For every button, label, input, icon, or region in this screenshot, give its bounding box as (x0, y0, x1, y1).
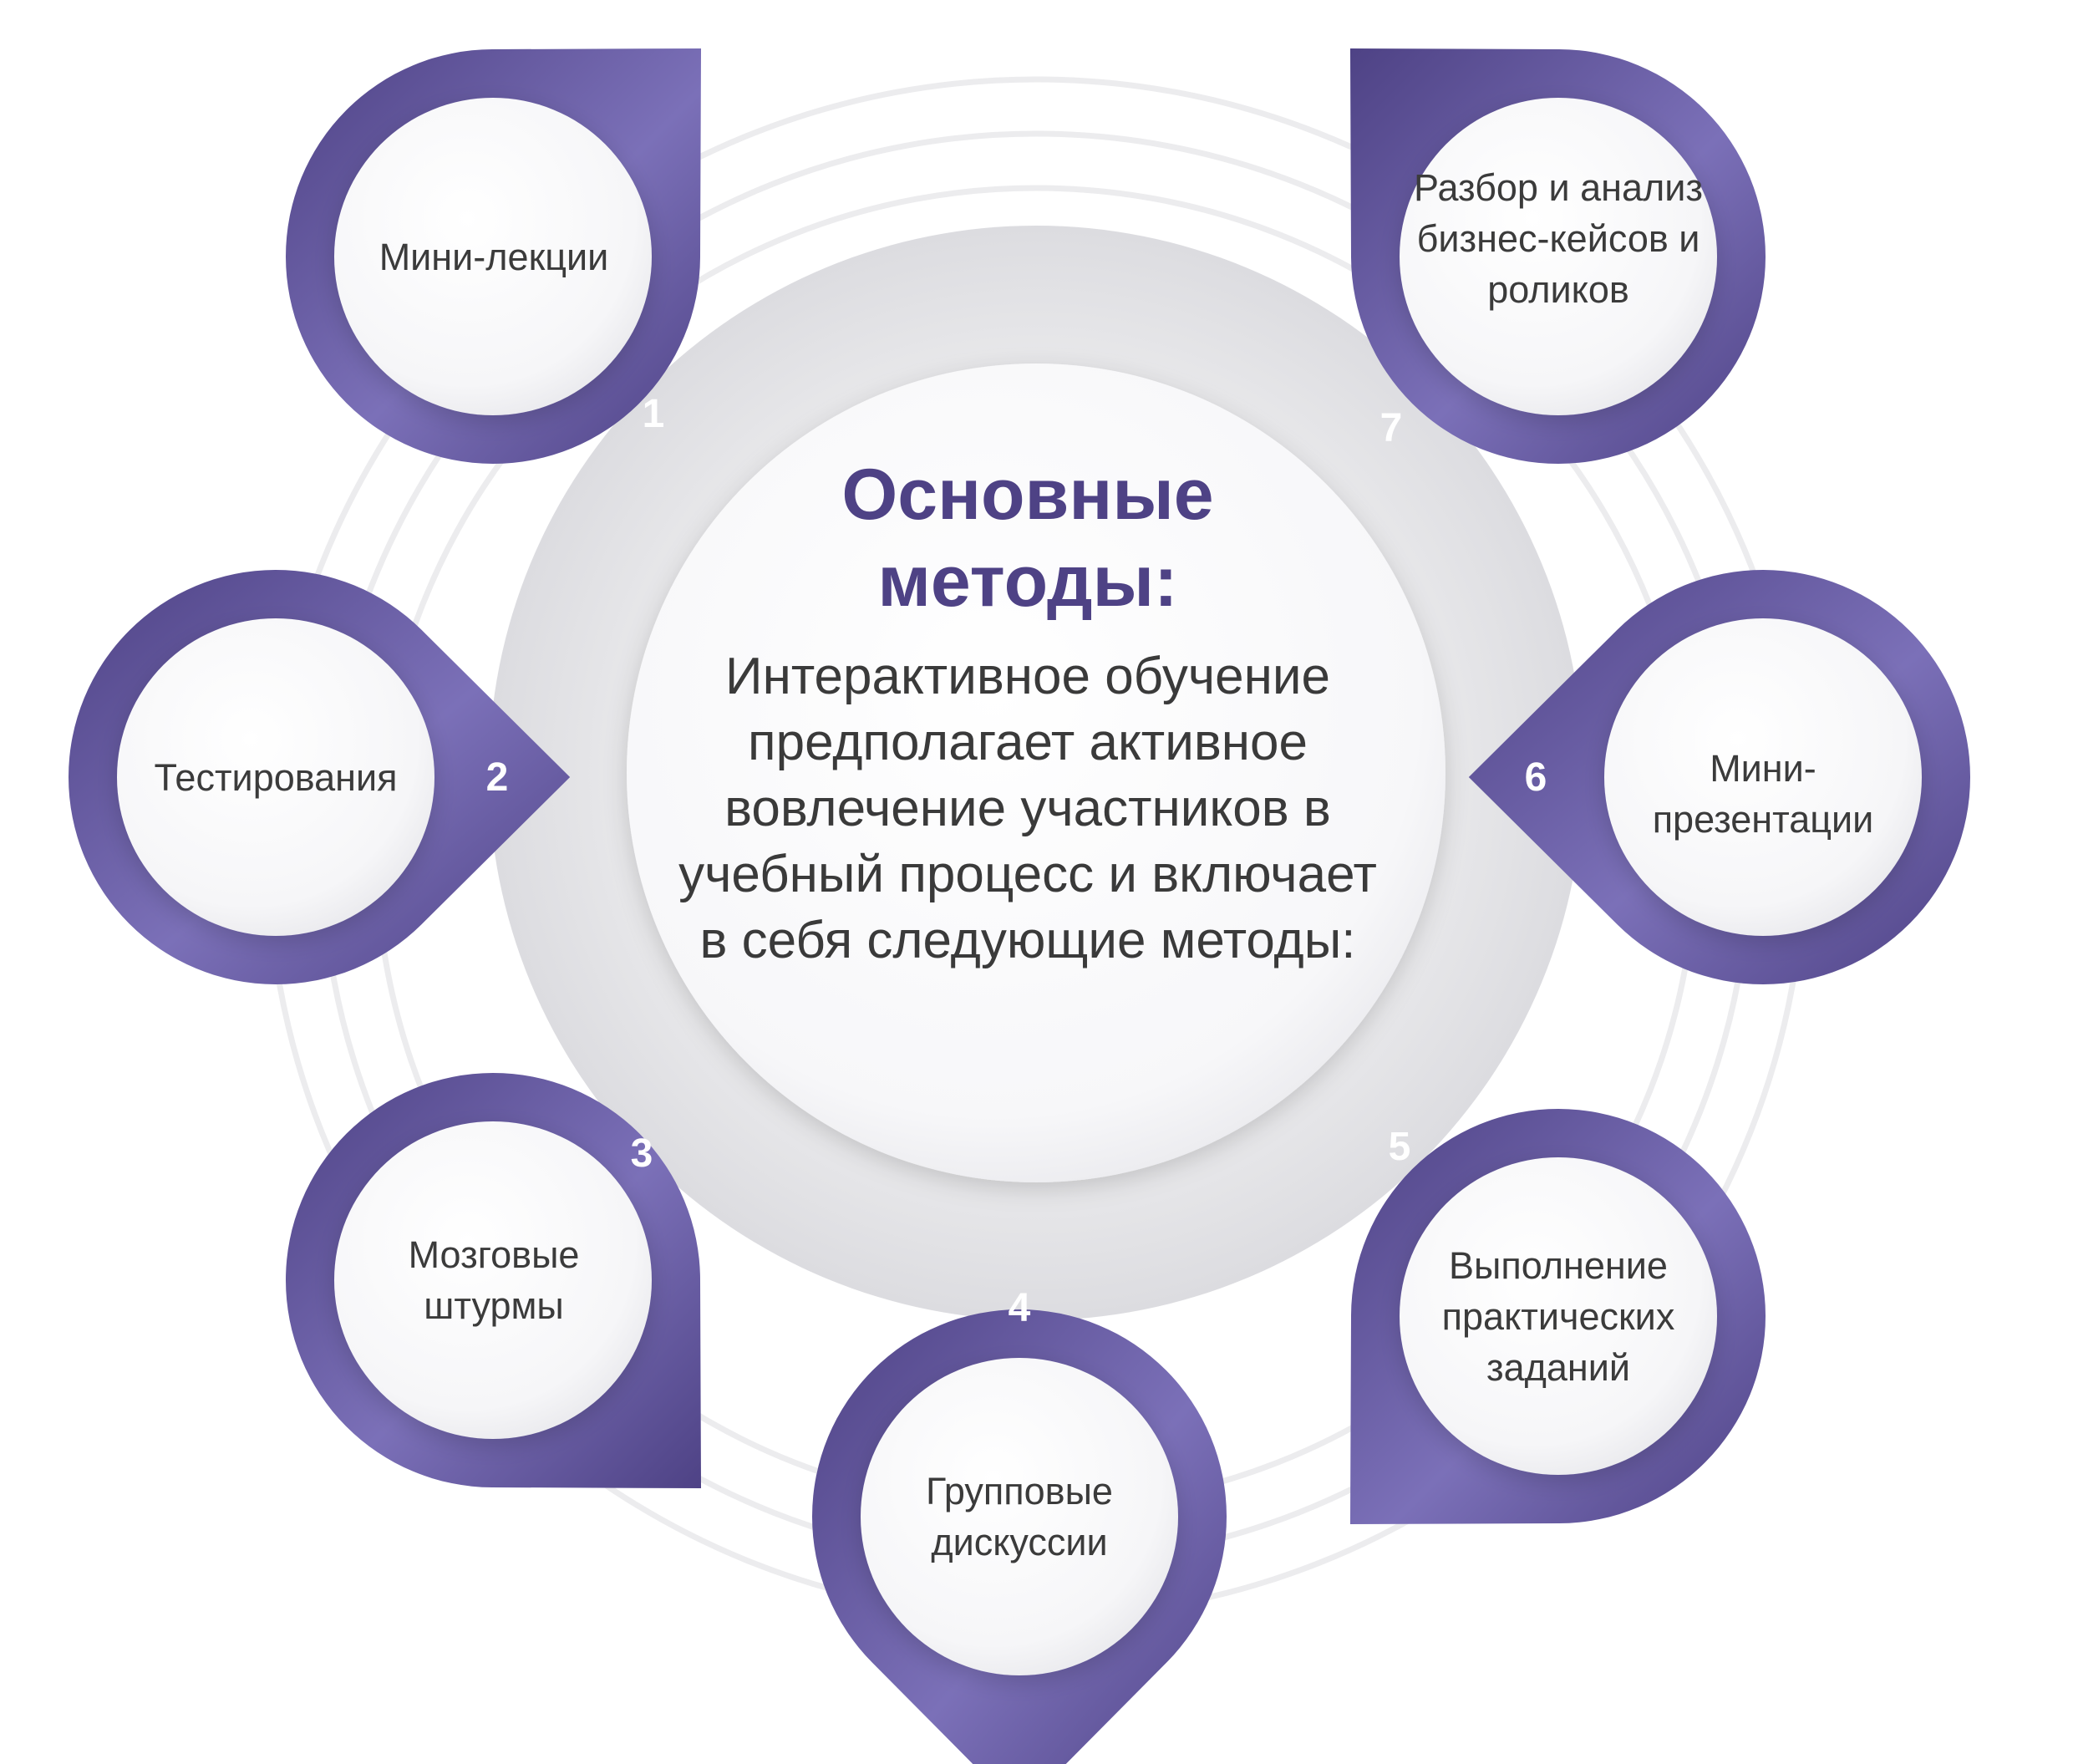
method-label-7: Разбор и анализ бизнес-кейсов и роликов (1413, 165, 1704, 311)
center-text-block: Основные методы: Интерактивное обучение … (652, 451, 1404, 1053)
method-node-2 (68, 570, 571, 984)
method-number-1: 1 (642, 391, 665, 436)
center-description: Интерактивное обучение предполагает акти… (678, 648, 1377, 969)
method-inner-circle-4 (861, 1358, 1178, 1675)
method-number-7: 7 (1379, 405, 1403, 450)
method-label-3: Мозговые штурмы (408, 1233, 580, 1327)
center-title: Основные методы: (841, 455, 1214, 622)
method-label-4: Групповые дискуссии (926, 1470, 1113, 1563)
method-label-5: Выполнение практических заданий (1441, 1243, 1675, 1389)
method-node-7 (1349, 48, 1766, 464)
method-number-2: 2 (485, 755, 509, 800)
method-node-1 (285, 48, 702, 465)
method-number-6: 6 (1524, 755, 1547, 800)
method-number-3: 3 (630, 1131, 653, 1176)
method-inner-circle-1 (334, 98, 652, 415)
method-node-5 (1349, 1109, 1766, 1525)
method-number-4: 4 (1008, 1285, 1031, 1330)
center-circle (627, 363, 1446, 1182)
method-label-2: Тестирования (154, 755, 398, 799)
method-number-5: 5 (1388, 1124, 1411, 1169)
method-label-6: Мини-презентации (1652, 747, 1874, 841)
method-inner-circle-2 (117, 618, 434, 936)
method-node-3 (286, 1073, 702, 1489)
method-inner-circle-6 (1604, 618, 1922, 936)
method-inner-circle-5 (1400, 1157, 1717, 1475)
method-node-4 (812, 1309, 1227, 1764)
method-label-1: Мини-лекции (379, 235, 609, 278)
method-inner-circle-3 (334, 1121, 652, 1439)
method-node-6 (1468, 570, 1970, 984)
method-inner-circle-7 (1400, 98, 1717, 415)
